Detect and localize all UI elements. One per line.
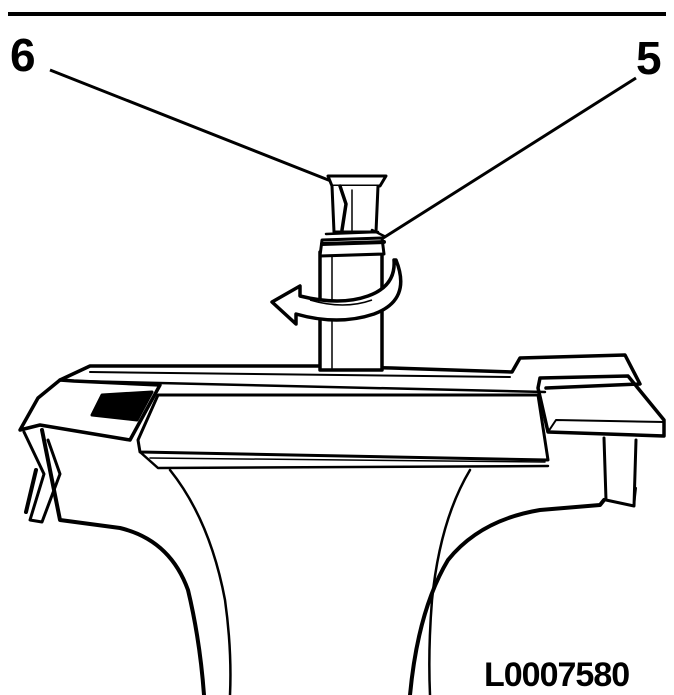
callout-5: 5 xyxy=(636,32,662,84)
part-5-collar xyxy=(320,228,386,246)
callout-6: 6 xyxy=(10,29,36,81)
part-6-bushing xyxy=(326,174,388,234)
leader-line-6 xyxy=(49,68,337,185)
column-housing xyxy=(18,353,666,695)
leader-line-5 xyxy=(379,76,637,242)
figure-id-label: L0007580 xyxy=(484,656,629,694)
rotation-arrow-icon xyxy=(270,258,403,326)
